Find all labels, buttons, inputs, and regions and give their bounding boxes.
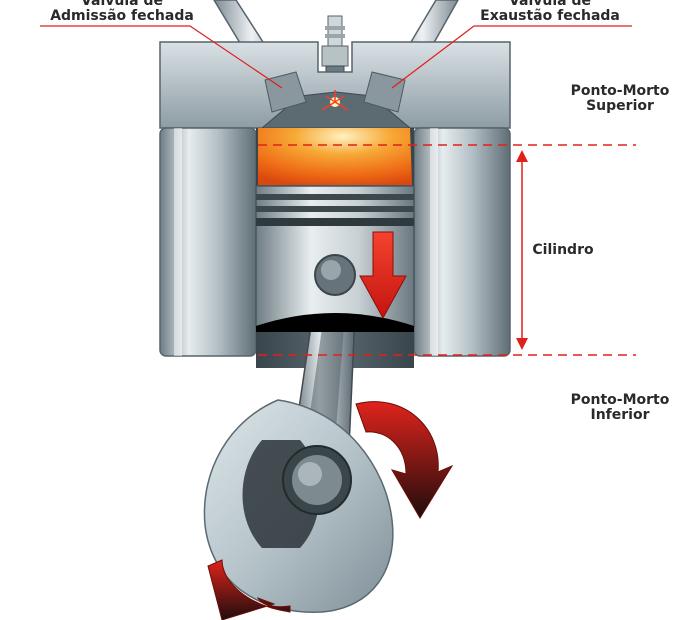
intake-valve-label-line2: Admissão fechada — [50, 8, 194, 24]
exhaust-valve-label-line1: Válvula de — [508, 0, 592, 9]
bdc-label-line2: Inferior — [590, 407, 650, 423]
intake-valve-label: Válvula de Admissão fechada — [42, 0, 202, 24]
bottom-dead-center-label: Ponto-Morto Inferior — [560, 393, 680, 423]
cylinder-label-text: Cilindro — [532, 242, 594, 258]
combustion-chamber — [258, 128, 412, 185]
bdc-label-line1: Ponto-Morto — [570, 392, 670, 408]
exhaust-valve-label-line2: Exaustão fechada — [480, 8, 620, 24]
tdc-label-line1: Ponto-Morto — [570, 83, 670, 99]
intake-port — [264, 71, 307, 113]
exhaust-leader-line — [391, 25, 632, 89]
crankshaft — [203, 399, 394, 613]
engine-block-right — [413, 127, 511, 357]
intake-valve-label-line1: Válvula de — [80, 0, 164, 9]
spark-icon — [321, 90, 349, 111]
curved-rotation-arrow-lower-icon — [207, 559, 291, 620]
top-dead-center-label: Ponto-Morto Superior — [560, 84, 680, 114]
stroke-dimension-arrow — [516, 150, 528, 350]
cylinder-label: Cilindro — [528, 243, 598, 258]
intake-leader-line — [40, 25, 283, 89]
curved-rotation-arrow-icon — [355, 401, 454, 519]
exhaust-port — [363, 71, 406, 113]
down-arrow-icon — [359, 231, 407, 320]
exhaust-valve-label: Válvula de Exaustão fechada — [470, 0, 630, 24]
tdc-label-line2: Superior — [586, 98, 654, 114]
